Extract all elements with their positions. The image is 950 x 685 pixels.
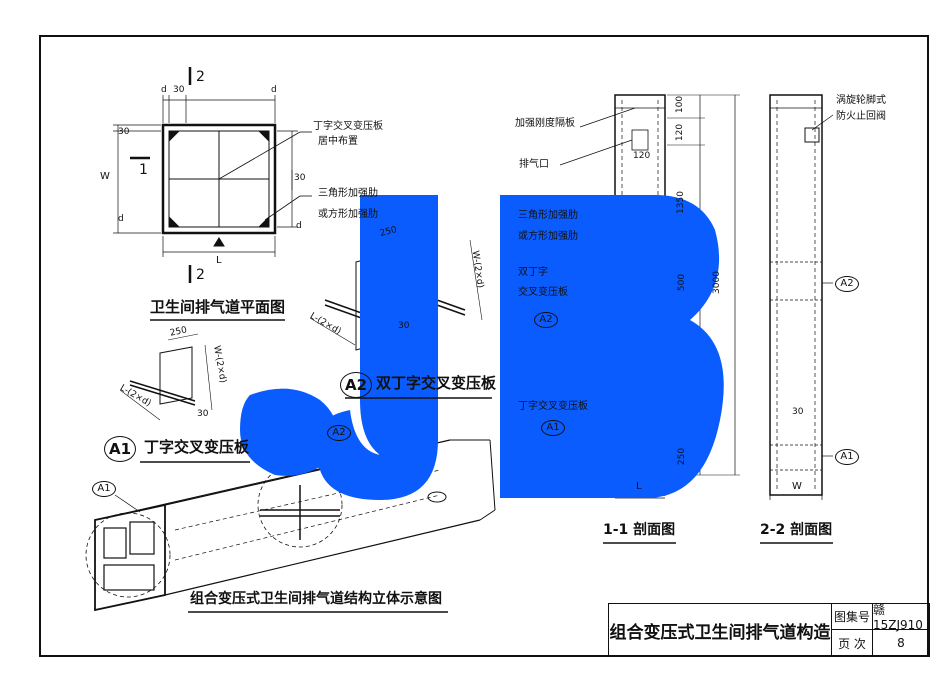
a2-title: 双丁字交叉变压板 (376, 374, 497, 392)
section-mark-1-left: 1 (139, 162, 148, 178)
s11-dim-250: 250 (677, 447, 688, 466)
s11-dim-l: L (636, 481, 642, 492)
s11-dim-100: 100 (675, 95, 686, 114)
plan-dim-30-left: 30 (118, 127, 130, 137)
iso-ref-a1: A1 (92, 481, 116, 497)
note-rib-section: 三角形加强肋 (518, 210, 578, 221)
iso-ref-a2: A2 (327, 425, 351, 441)
note-plate: 丁字交叉变压板 (313, 121, 383, 132)
plan-dim-d-right2: d (296, 221, 302, 231)
section-2-2-linework (769, 94, 834, 500)
a1-ref-circle: A1 (104, 436, 136, 462)
note-valve-2: 防火止回阀 (836, 111, 886, 122)
a1-detail-linework (119, 333, 213, 421)
note-rib: 三角形加强肋 (318, 188, 378, 199)
s11-ref-a1: A1 (541, 420, 565, 436)
note-vent: 排气口 (519, 159, 549, 170)
plan-dim-30-top: 30 (173, 85, 185, 95)
section-mark-2-bottom: 2 (196, 267, 205, 283)
a1-dim-30: 30 (197, 409, 209, 419)
note-valve: 涡旋轮脚式 (836, 95, 886, 106)
plan-dim-l: L (216, 255, 222, 266)
plan-dim-d-bottom: d (118, 214, 124, 224)
plan-dim-d-left: d (161, 85, 167, 95)
section-1-1-title: 1-1 剖面图 (603, 522, 676, 538)
sheet-border (39, 35, 929, 657)
s11-dim-1350: 1350 (675, 191, 686, 214)
note-double-plate-2: 交叉变压板 (518, 287, 568, 298)
s11-dim-120: 120 (675, 123, 686, 142)
plan-dim-d-right: d (271, 85, 277, 95)
a2-ref-circle: A2 (340, 372, 372, 398)
a2-dim-30: 30 (398, 321, 410, 331)
section-mark-2-top: 2 (196, 69, 205, 85)
s11-ref-a2: A2 (534, 312, 558, 328)
jb-watermark (240, 195, 724, 500)
page-label: 页 次 (832, 630, 873, 656)
atlas-label: 图集号 (832, 604, 873, 630)
s22-dim-w: W (792, 481, 802, 492)
s11-dim-500: 500 (677, 273, 688, 292)
s22-ref-a1: A1 (835, 449, 859, 465)
s22-dim-30: 30 (792, 407, 804, 417)
note-double-plate: 双丁字 (518, 267, 548, 278)
section-2-2-title: 2-2 剖面图 (760, 522, 833, 538)
plan-dim-30-right: 30 (294, 173, 306, 183)
plan-view-title: 卫生间排气道平面图 (150, 298, 286, 316)
s22-ref-a2: A2 (835, 276, 859, 292)
drawing-title: 组合变压式卫生间排气道构造 (609, 604, 832, 656)
a1-title: 丁字交叉变压板 (144, 438, 250, 456)
note-partition: 加强刚度隔板 (515, 118, 575, 129)
s11-dim-120b: 120 (633, 151, 651, 161)
note-rib-alt: 或方形加强肋 (318, 209, 378, 220)
s11-dim-3000: 3000 (711, 271, 722, 294)
plan-view-linework (113, 67, 312, 283)
page-number: 8 (897, 636, 905, 650)
title-block: 组合变压式卫生间排气道构造 图集号 赣15ZJ910 页 次 8 (608, 603, 930, 657)
atlas-number: 赣15ZJ910 (873, 603, 929, 632)
note-single-plate: 丁字交叉变压板 (518, 401, 588, 412)
note-plate-center: 居中布置 (318, 136, 358, 147)
iso-view-title: 组合变压式卫生间排气道结构立体示意图 (190, 591, 442, 607)
plan-dim-w: W (100, 171, 110, 182)
note-rib-section-alt: 或方形加强肋 (518, 231, 578, 242)
